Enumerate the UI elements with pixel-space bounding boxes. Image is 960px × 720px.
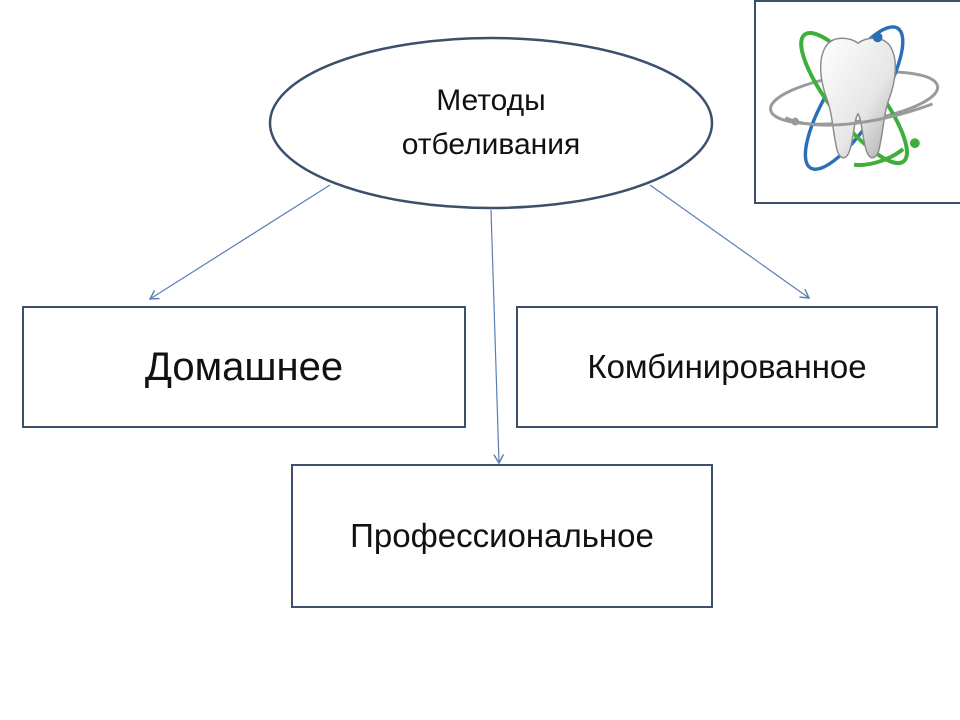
root-title-line1: Методы	[436, 84, 546, 117]
node-home: Домашнее	[22, 306, 466, 428]
node-combined-label: Комбинированное	[587, 348, 867, 385]
node-professional: Профессиональное	[291, 464, 713, 608]
tooth-atom-icon	[769, 25, 940, 171]
node-home-label: Домашнее	[144, 344, 344, 389]
arrow-to-home	[148, 184, 331, 300]
node-combined: Комбинированное	[516, 306, 938, 428]
root-node: Методы отбеливания	[270, 38, 712, 208]
root-ellipse-shape	[268, 36, 714, 210]
tooth-emblem-frame	[754, 0, 960, 204]
root-title-line2: отбеливания	[401, 128, 581, 161]
arrow-to-professional	[490, 209, 505, 465]
arrow-to-combined	[649, 184, 811, 299]
node-professional-label: Профессиональное	[350, 517, 654, 554]
